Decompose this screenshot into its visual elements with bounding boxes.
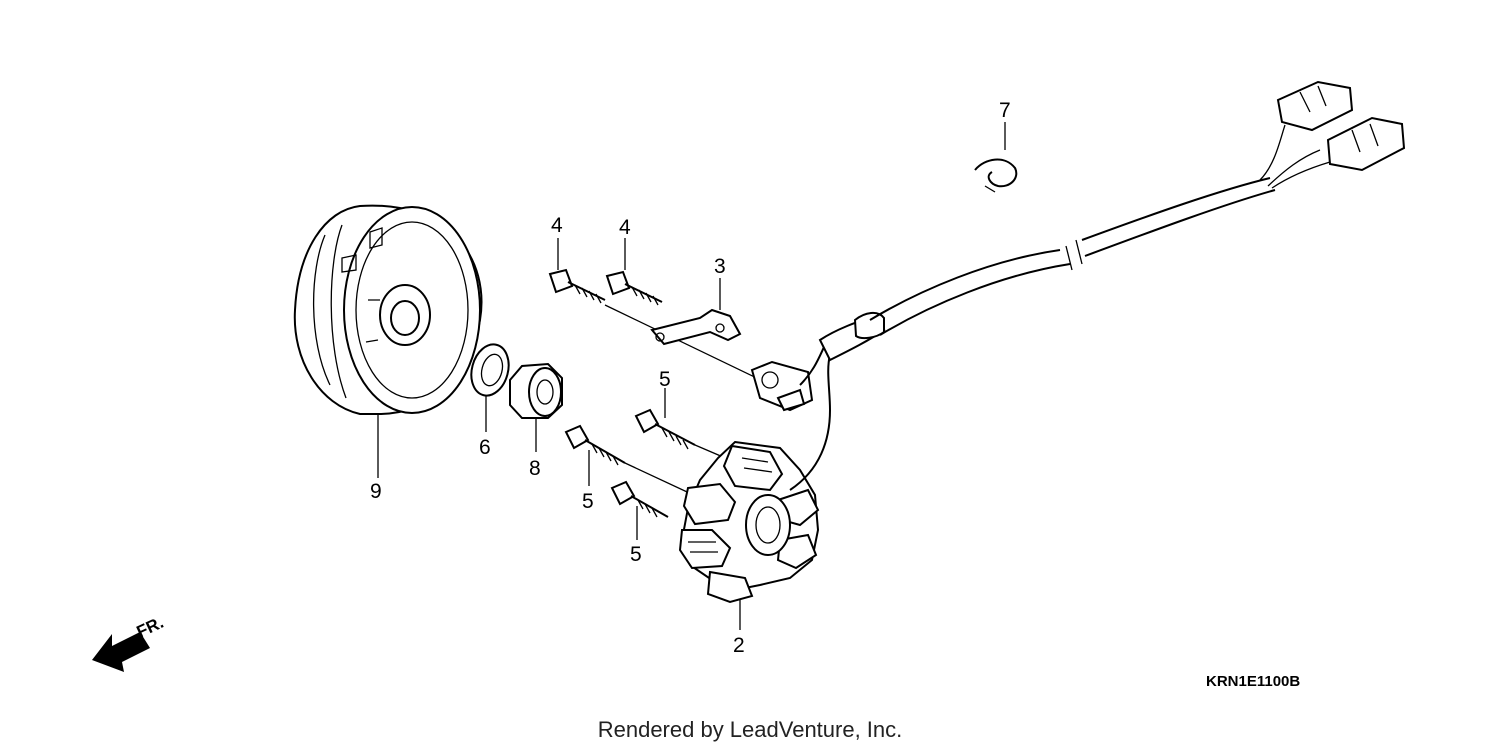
wire-harness[interactable] xyxy=(789,124,1331,491)
connector-lower[interactable] xyxy=(1326,116,1406,172)
callout-bolt-5c[interactable]: 5 xyxy=(630,543,642,566)
pulser-part[interactable] xyxy=(750,360,814,412)
callout-washer[interactable]: 6 xyxy=(479,436,491,459)
callout-nut[interactable]: 8 xyxy=(529,457,541,480)
clamp-part[interactable] xyxy=(650,278,742,346)
callout-clamp[interactable]: 3 xyxy=(714,255,726,278)
callout-stator[interactable]: 2 xyxy=(733,634,745,657)
clip-part[interactable] xyxy=(974,122,1018,193)
callout-bolt-4a[interactable]: 4 xyxy=(551,214,563,237)
bolt-4b-part[interactable] xyxy=(605,238,663,306)
stator-part[interactable] xyxy=(678,440,820,630)
callout-bolt-5a[interactable]: 5 xyxy=(659,368,671,391)
credit-text: Rendered by LeadVenture, Inc. xyxy=(598,717,903,742)
callout-clip[interactable]: 7 xyxy=(999,99,1011,122)
bolt-5b-part[interactable] xyxy=(564,424,626,486)
front-direction-arrow: FR. xyxy=(92,613,167,672)
connector-upper[interactable] xyxy=(1276,80,1354,132)
bolt-5c-part[interactable] xyxy=(610,480,669,540)
bolt-5a-part[interactable] xyxy=(634,388,696,450)
washer-part[interactable] xyxy=(466,340,514,432)
drawing-code: KRN1E1100B xyxy=(1206,673,1300,690)
nut-part[interactable] xyxy=(509,362,563,452)
callout-bolt-5b[interactable]: 5 xyxy=(582,490,594,513)
flywheel-part[interactable] xyxy=(293,204,483,478)
bolt-4a-part[interactable] xyxy=(548,238,606,304)
callout-flywheel[interactable]: 9 xyxy=(370,480,382,503)
callout-bolt-4b[interactable]: 4 xyxy=(619,216,631,239)
